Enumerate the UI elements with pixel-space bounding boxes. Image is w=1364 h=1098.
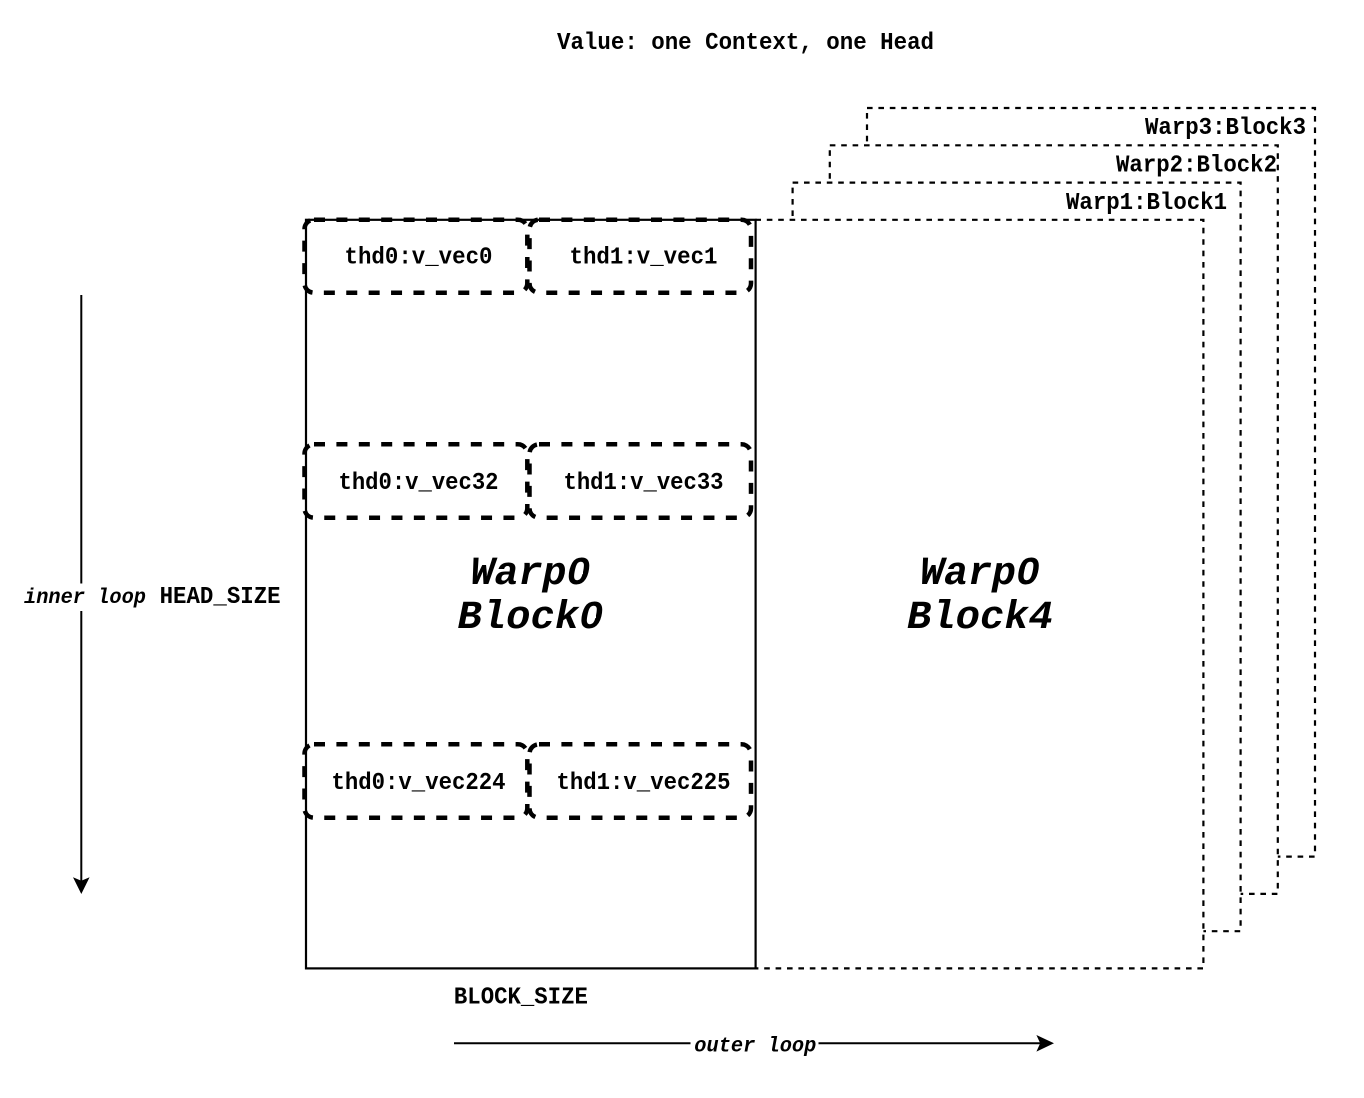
svg-text:Warp1:Block1: Warp1:Block1 xyxy=(1066,190,1227,217)
svg-text:thd1:v_vec1: thd1:v_vec1 xyxy=(570,245,718,272)
svg-text:thd1:v_vec33: thd1:v_vec33 xyxy=(564,470,724,497)
svg-text:Value: one Context, one Head: Value: one Context, one Head xyxy=(557,30,934,57)
svg-text:thd0:v_vec0: thd0:v_vec0 xyxy=(345,245,493,272)
svg-text:thd0:v_vec224: thd0:v_vec224 xyxy=(332,770,506,797)
svg-text:Warp0: Warp0 xyxy=(471,552,591,597)
svg-text:Warp2:Block2: Warp2:Block2 xyxy=(1116,152,1277,179)
svg-text:Warp3:Block3: Warp3:Block3 xyxy=(1145,115,1306,142)
svg-text:thd1:v_vec225: thd1:v_vec225 xyxy=(557,770,731,797)
svg-text:BLOCK_SIZE: BLOCK_SIZE xyxy=(454,984,588,1011)
svg-text:Block0: Block0 xyxy=(458,596,604,641)
svg-text:thd0:v_vec32: thd0:v_vec32 xyxy=(339,470,499,497)
svg-text:inner loop: inner loop xyxy=(24,586,146,610)
svg-text:outer loop: outer loop xyxy=(694,1035,816,1059)
svg-text:Block4: Block4 xyxy=(907,596,1053,641)
svg-text:Warp0: Warp0 xyxy=(920,552,1040,597)
svg-text:HEAD_SIZE: HEAD_SIZE xyxy=(160,584,281,611)
